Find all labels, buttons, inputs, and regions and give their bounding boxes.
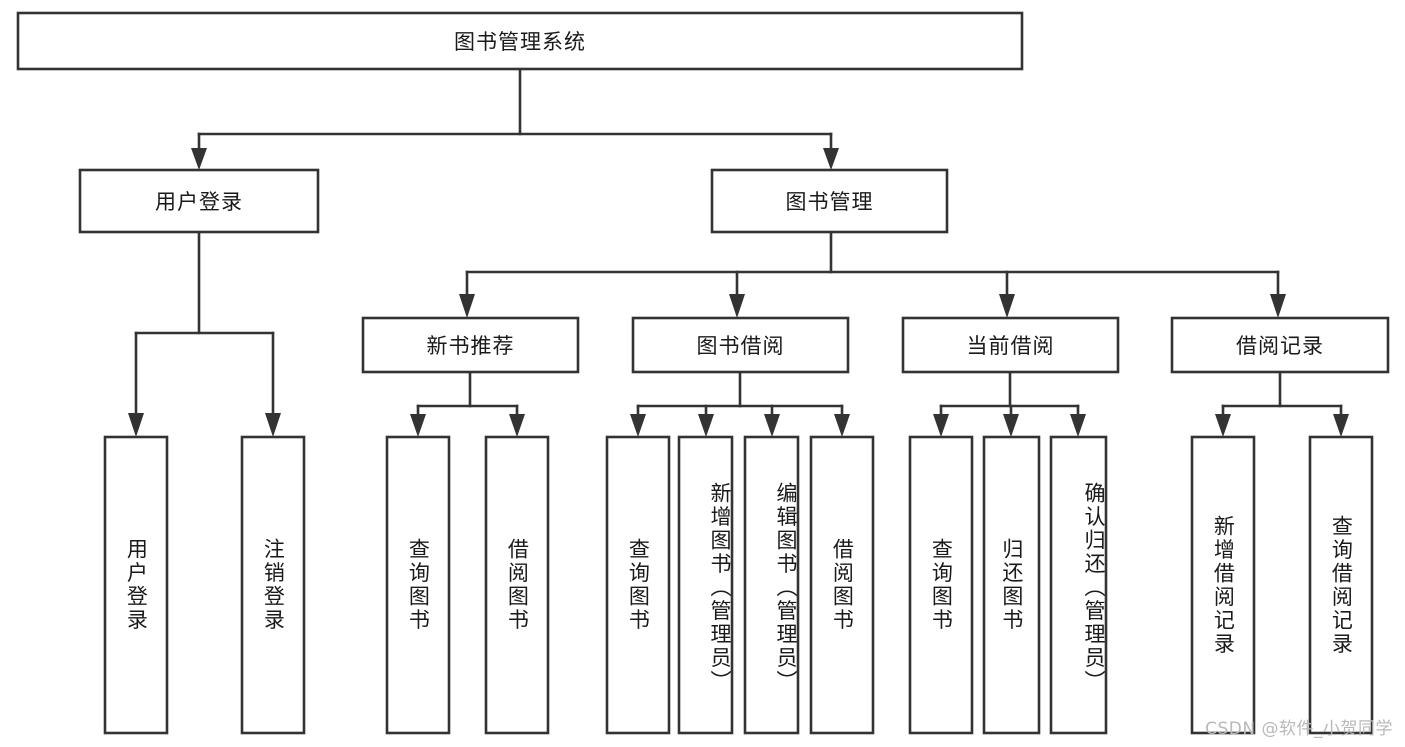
node-box-borrow-record[interactable] [1170,316,1390,374]
connector-user-login-to-leaves [128,230,281,437]
leaf-box-query-book-3[interactable] [908,435,974,735]
connector-new-book-rec-to-leaves [410,370,525,437]
node-box-new-book-recommend[interactable] [361,316,580,374]
node-box-root[interactable] [16,11,1024,71]
arrow-head-return-book [1003,414,1019,437]
leaf-box-return-book[interactable] [982,435,1041,735]
arrow-head-borrow-book-1 [509,414,525,437]
leaf-box-confirm-return-admin[interactable] [1049,435,1108,735]
connector-root-to-level1 [191,67,839,170]
node-box-book-borrow[interactable] [631,316,850,374]
arrow-head-leaf-user-login [128,413,144,437]
connector-book-borrow-to-leaves [630,370,850,437]
leaf-box-add-borrow-record[interactable] [1190,435,1256,735]
arrow-head-user-login [191,148,207,170]
arrow-head-query-book-3 [933,414,949,437]
arrow-head-book-borrow [729,294,745,318]
leaf-box-add-book-admin[interactable] [677,435,734,735]
node-box-user-login[interactable] [78,168,320,234]
arrow-head-query-record [1333,414,1349,437]
arrow-head-add-record [1215,414,1231,437]
arrow-head-leaf-logout [265,413,281,437]
arrow-head-borrow-book-2 [834,414,850,437]
node-box-current-borrow[interactable] [901,316,1120,374]
arrow-head-borrow-record [1270,294,1286,318]
leaf-box-edit-book-admin[interactable] [743,435,800,735]
arrow-head-new-book-rec [459,294,475,318]
arrow-head-current-borrow [999,294,1015,318]
connector-borrow-record-to-leaves [1215,370,1349,437]
leaf-box-borrow-book-1[interactable] [484,435,550,735]
connector-current-borrow-to-leaves [933,370,1086,437]
arrow-head-query-book-2 [630,414,646,437]
arrow-head-confirm-return [1070,414,1086,437]
arrow-head-query-book-1 [410,414,426,437]
leaf-box-query-borrow-record[interactable] [1308,435,1374,735]
arrow-head-book-mgmt [823,148,839,170]
leaf-box-logout[interactable] [240,435,306,735]
leaf-box-user-login[interactable] [103,435,169,735]
leaf-box-query-book-2[interactable] [605,435,671,735]
node-box-book-management[interactable] [710,168,949,234]
leaf-box-query-book-1[interactable] [385,435,451,735]
leaf-box-borrow-book-2[interactable] [809,435,875,735]
arrow-head-add-book [698,414,714,437]
connector-book-mgmt-to-level2 [459,230,1286,318]
arrow-head-edit-book [764,414,780,437]
